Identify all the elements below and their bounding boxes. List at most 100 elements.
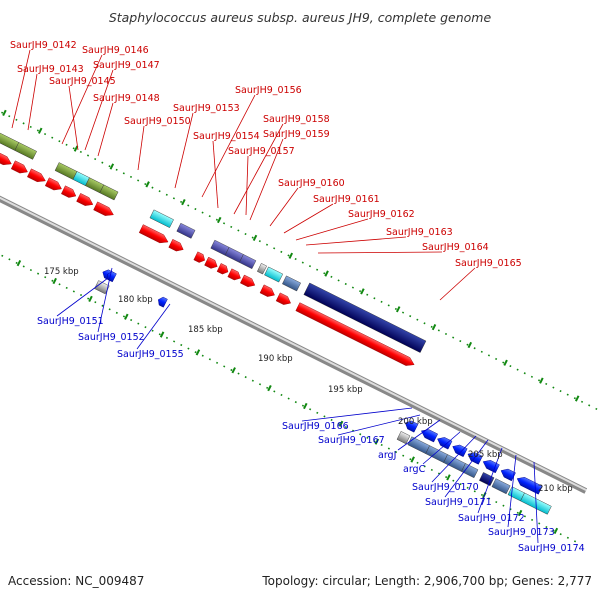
reverse-gene-block [425, 445, 448, 463]
reverse-gene-block [461, 463, 479, 479]
tick-dot [244, 376, 247, 379]
major-tick [553, 527, 559, 535]
tick-dot [172, 197, 176, 200]
tick-dot [194, 351, 197, 354]
backbone-highlight [0, 185, 587, 492]
reverse-cds-arrow [421, 429, 438, 443]
tick-dot [387, 304, 390, 307]
tick-dot [266, 386, 269, 389]
tick-dot [301, 261, 304, 264]
forward-gene-leader [84, 69, 114, 151]
tick-dot [566, 536, 569, 539]
forward-gene-block [54, 162, 78, 180]
reverse-gene-label: SaurJH9_0152 [78, 332, 145, 343]
forward-gene-block [149, 209, 174, 228]
tick-dot [79, 293, 83, 297]
scale-label: 185 kbp [188, 325, 223, 335]
reverse-gene-block [396, 431, 411, 445]
tick-dot [137, 322, 140, 325]
tick-dot [366, 436, 369, 439]
forward-gene-leader [245, 155, 249, 216]
major-tick [16, 260, 22, 267]
tick-dot [452, 479, 455, 482]
forward-gene-block [282, 275, 301, 292]
tick-dot [237, 372, 240, 375]
tick-dot [230, 368, 233, 372]
tick-dot [86, 154, 90, 157]
tick-dot [115, 311, 118, 314]
reverse-gene-block [443, 454, 466, 472]
tick-dot [215, 218, 218, 221]
reverse-gene-leader [56, 277, 109, 317]
major-tick [195, 349, 201, 356]
major-tick [574, 395, 580, 402]
tick-dot [36, 129, 39, 132]
genome-summary-text: Topology: circular; Length: 2,906,700 bp… [262, 574, 592, 588]
forward-gene-label: SaurJH9_0154 [193, 131, 260, 142]
tick-dot [523, 372, 526, 375]
tick-dot [108, 165, 111, 168]
accession-text: Accession: NC_009487 [8, 574, 145, 588]
forward-cds-arrow [204, 256, 218, 269]
tick-dot [244, 232, 247, 236]
forward-gene-leader [249, 138, 284, 221]
tick-dot [301, 404, 305, 407]
major-tick [124, 313, 129, 320]
tick-dot [595, 407, 598, 411]
major-tick [109, 163, 115, 170]
major-tick [517, 509, 523, 517]
tick-dot [330, 275, 333, 278]
forward-gene-label: SaurJH9_0146 [82, 45, 149, 56]
tick-dot [523, 515, 526, 518]
tick-dot [151, 186, 154, 189]
major-tick [231, 367, 236, 374]
tick-dot [423, 465, 426, 468]
tick-dot [158, 190, 161, 193]
reverse-gene-leader [97, 267, 113, 333]
scale-label: 210 kbp [538, 484, 573, 494]
tick-dot [394, 307, 397, 311]
tick-dot [237, 229, 240, 232]
forward-gene-label: SaurJH9_0142 [10, 40, 77, 51]
tick-dot [545, 382, 548, 386]
forward-gene-block [176, 222, 196, 239]
tick-dot [58, 140, 61, 143]
tick-dot [423, 322, 426, 325]
tick-dot [158, 333, 161, 336]
forward-gene-block [99, 184, 119, 201]
reverse-gene-label: SaurJH9_0170 [412, 482, 479, 493]
tick-dot [366, 293, 369, 296]
tick-dot [444, 332, 448, 336]
major-tick [2, 109, 7, 117]
tick-dot [144, 182, 147, 186]
tick-dot [509, 365, 512, 368]
tick-dot [108, 308, 111, 311]
tick-dot [495, 357, 498, 361]
tick-dot [122, 315, 126, 318]
major-tick [338, 420, 344, 427]
forward-gene-label: SaurJH9_0148 [93, 93, 160, 104]
tick-dot [208, 358, 211, 361]
tick-dot [180, 343, 183, 347]
forward-cds-arrow [0, 151, 12, 166]
reverse-cds-arrow [405, 420, 419, 433]
reverse-gene-leader [444, 439, 489, 498]
major-tick [539, 377, 544, 384]
forward-gene-label: SaurJH9_0147 [93, 60, 160, 71]
tick-dot [8, 258, 11, 261]
forward-cds-arrow [76, 193, 94, 206]
forward-cds-arrow [259, 284, 275, 297]
major-tick [431, 323, 437, 331]
tick-dot [459, 483, 462, 486]
reverse-gene-label: SaurJH9_0174 [518, 543, 585, 554]
forward-gene-leader [283, 203, 334, 234]
major-tick [303, 402, 308, 410]
tick-dot [359, 433, 362, 436]
tick-dot [208, 215, 211, 218]
tick-dot [129, 175, 133, 178]
major-tick [446, 474, 451, 481]
tick-dot [531, 518, 534, 521]
reverse-cds-arrow [437, 437, 453, 450]
reverse-gene-leader [533, 461, 539, 544]
reverse-gene-label: argC [403, 464, 426, 475]
